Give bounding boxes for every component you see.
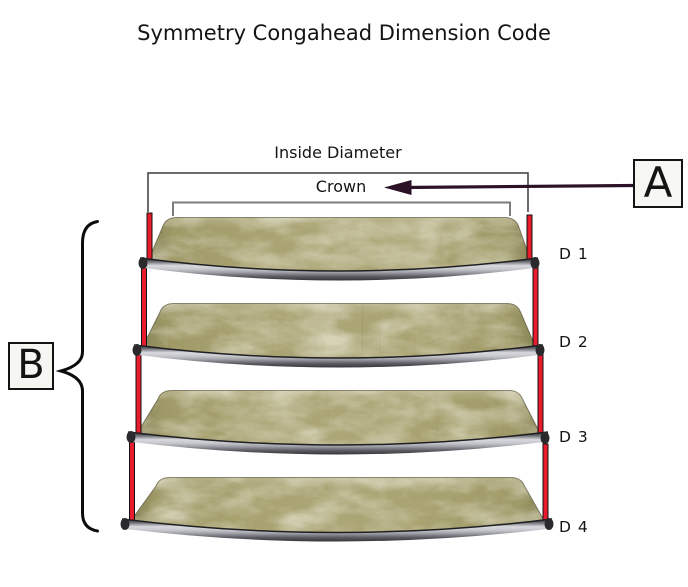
callout-b-box: B [8, 342, 54, 390]
callout-a-arrow [384, 180, 634, 195]
measure-bar-right-4 [542, 443, 549, 525]
callout-b-brace [55, 220, 99, 533]
conga-head-2-skin [141, 303, 537, 360]
conga-head-4-rim [120, 518, 554, 542]
head-label-d1: D 1 [559, 245, 589, 263]
crown-label: Crown [315, 177, 367, 196]
measure-bar-left-4 [129, 441, 135, 524]
head-label-d3: D 3 [559, 428, 589, 446]
page-title: Symmetry Congahead Dimension Code [137, 21, 551, 45]
head-label-d4: D 4 [559, 518, 589, 536]
callout-a-box: A [633, 158, 683, 208]
callout-b-letter: B [17, 342, 45, 388]
callout-a-letter: A [643, 158, 673, 207]
measure-bar-right-2 [532, 266, 539, 349]
conga-head-1-rim [138, 257, 540, 281]
conga-head-1-skin [147, 217, 532, 273]
conga-head-3-skin [135, 390, 542, 447]
conga-head-2-rim [132, 344, 545, 368]
measure-bar-right-1 [526, 214, 533, 264]
measure-bar-left-1 [146, 212, 153, 264]
measure-bar-left-3 [135, 353, 142, 436]
conga-head-4-skin [129, 477, 546, 534]
head-label-d2: D 2 [559, 333, 589, 351]
conga-head-3-rim [126, 431, 550, 455]
measure-bars [129, 212, 549, 525]
inside-diameter-label: Inside Diameter [274, 143, 402, 162]
measure-bar-left-2 [141, 266, 147, 349]
inside-diameter-bracket [147, 172, 529, 212]
measure-bar-right-3 [537, 353, 544, 437]
crown-bracket [172, 201, 511, 216]
